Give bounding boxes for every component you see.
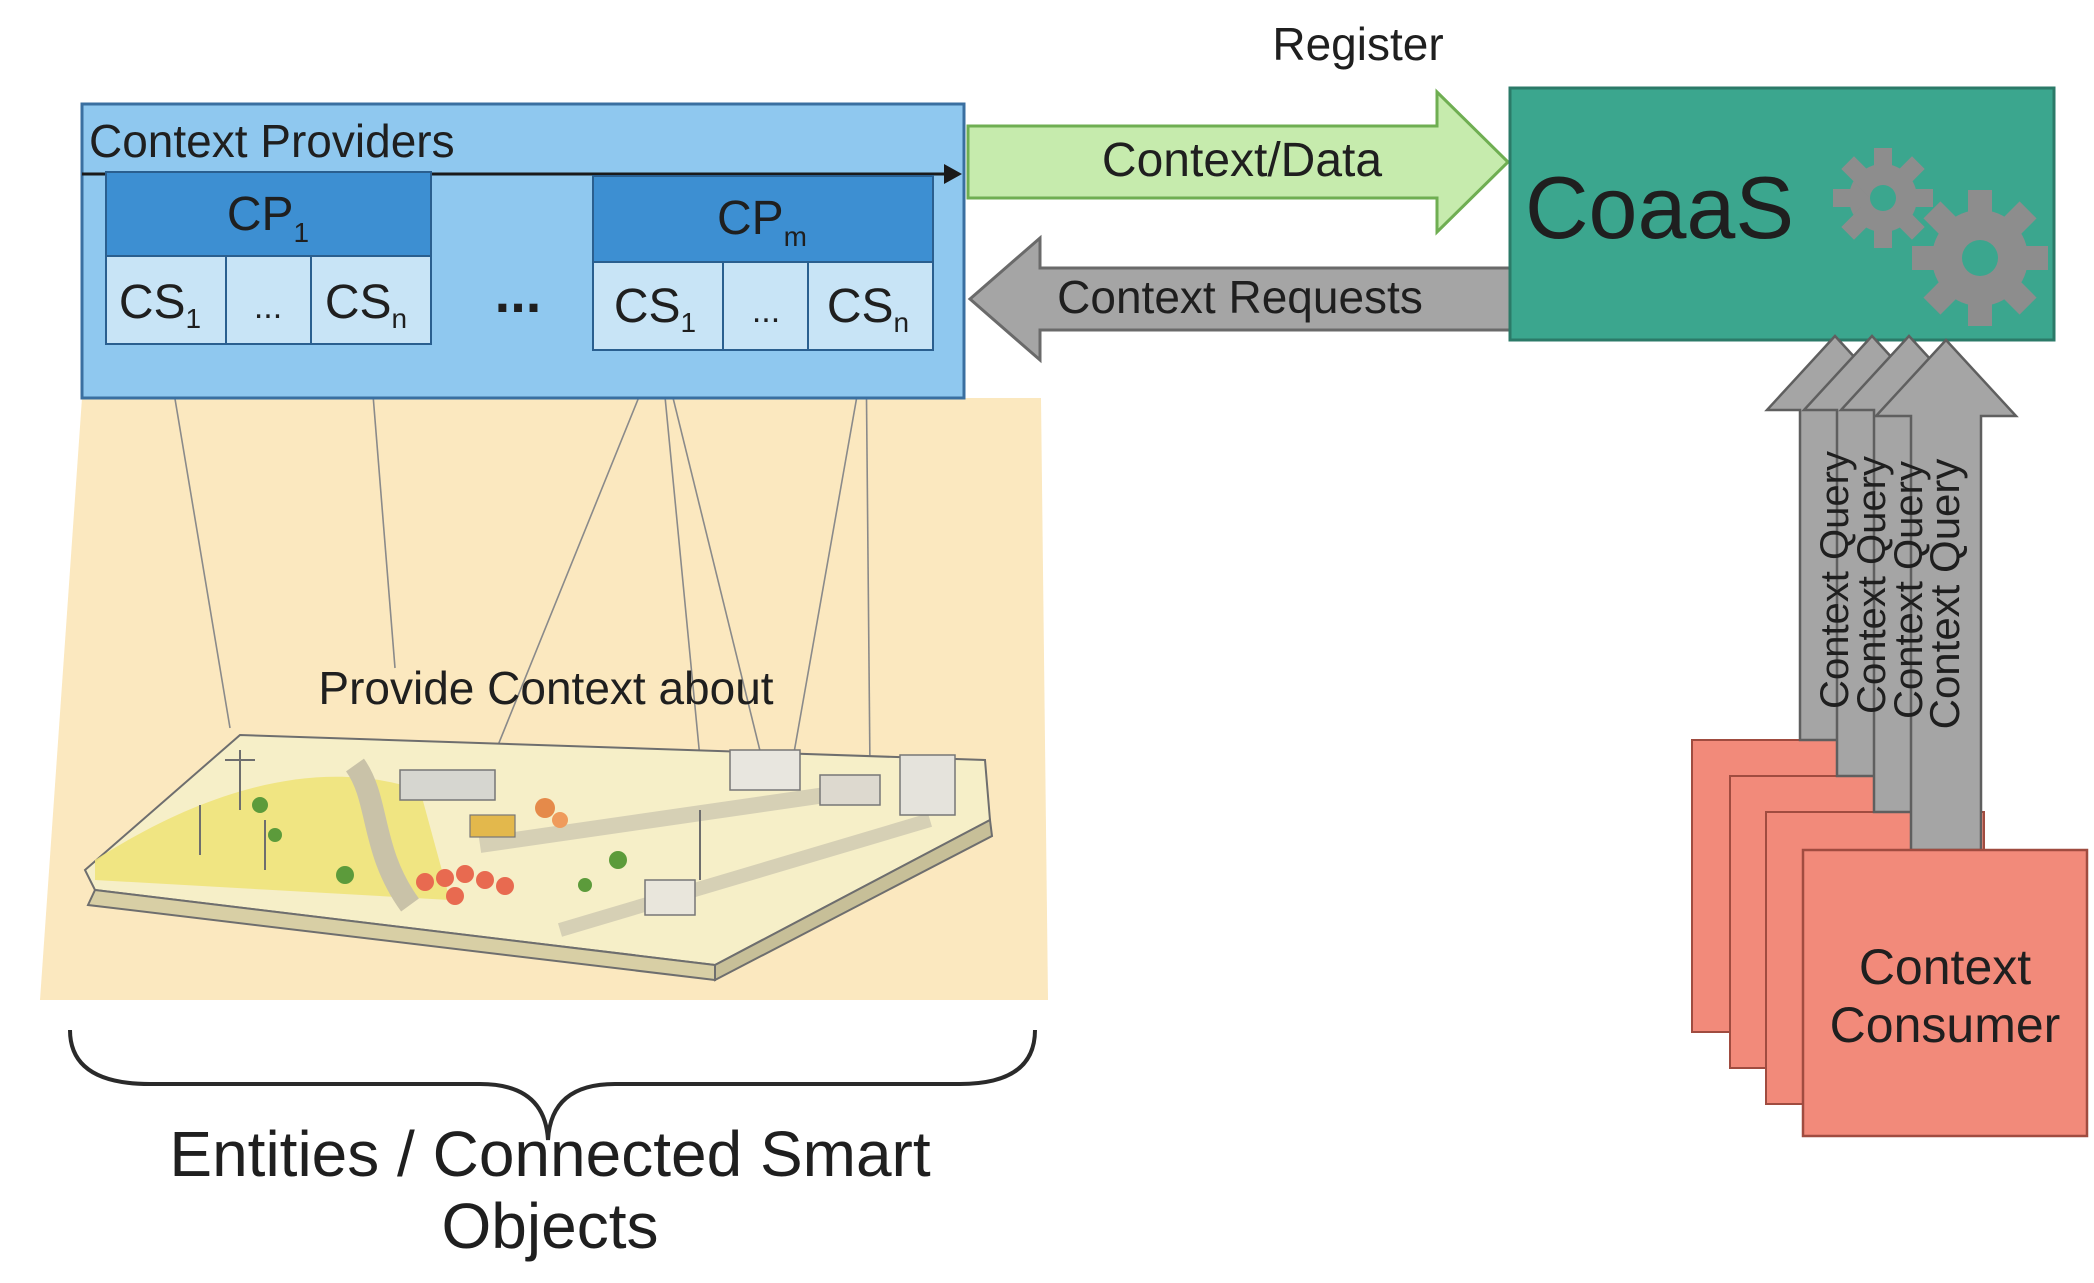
gears-icon (1833, 148, 2048, 326)
context-consumer-line2: Consumer (1830, 997, 2061, 1053)
context-query-label-back-1: Context Query (1887, 461, 1931, 719)
context-consumer-box (1801, 848, 2089, 1138)
cp-last-label: CPm (717, 192, 807, 252)
cp-first-label: CP1 (227, 188, 309, 248)
context-data-label: Context/Data (1102, 134, 1382, 187)
context-query-labels: Context Query Context Query Context Quer… (1813, 451, 1968, 729)
register-label: Register (1272, 18, 1443, 70)
cp-block-last: CPm CS1 ... CSn (592, 175, 934, 351)
context-providers-title: Context Providers (89, 115, 455, 167)
entities-caption-line2: Objects (442, 1190, 659, 1262)
context-requests-label: Context Requests (1057, 271, 1423, 323)
cp-block-first: CP1 CS1 ... CSn (105, 171, 432, 345)
cp-last-cs-first: CS1 (614, 280, 696, 338)
cp-ellipsis: ... (495, 261, 542, 324)
cp-first-cs-first: CS1 (119, 276, 201, 334)
context-requests-arrow (967, 234, 1514, 364)
entities-brace (68, 1029, 1037, 1141)
context-query-label-back-3: Context Query (1813, 451, 1857, 709)
context-data-arrow (966, 88, 1511, 236)
smart-city-illustration (83, 733, 994, 982)
entities-caption-line1: Entities / Connected Smart (169, 1118, 930, 1190)
cp-first-cs-last: CSn (325, 276, 407, 334)
providers-data-arrowhead (944, 164, 962, 184)
cp-last-cs-middle: ... (752, 292, 780, 330)
cp-first-cs-middle: ... (254, 288, 282, 326)
context-query-arrows (1764, 334, 2019, 852)
context-consumer-line1: Context (1859, 939, 2031, 995)
context-query-label-front: Context Query (1921, 459, 1968, 730)
cp-last-cs-last: CSn (827, 280, 909, 338)
city-caption: Provide Context about (318, 662, 773, 714)
context-query-label-back-2: Context Query (1850, 456, 1894, 714)
coaas-title: CoaaS (1525, 158, 1794, 257)
